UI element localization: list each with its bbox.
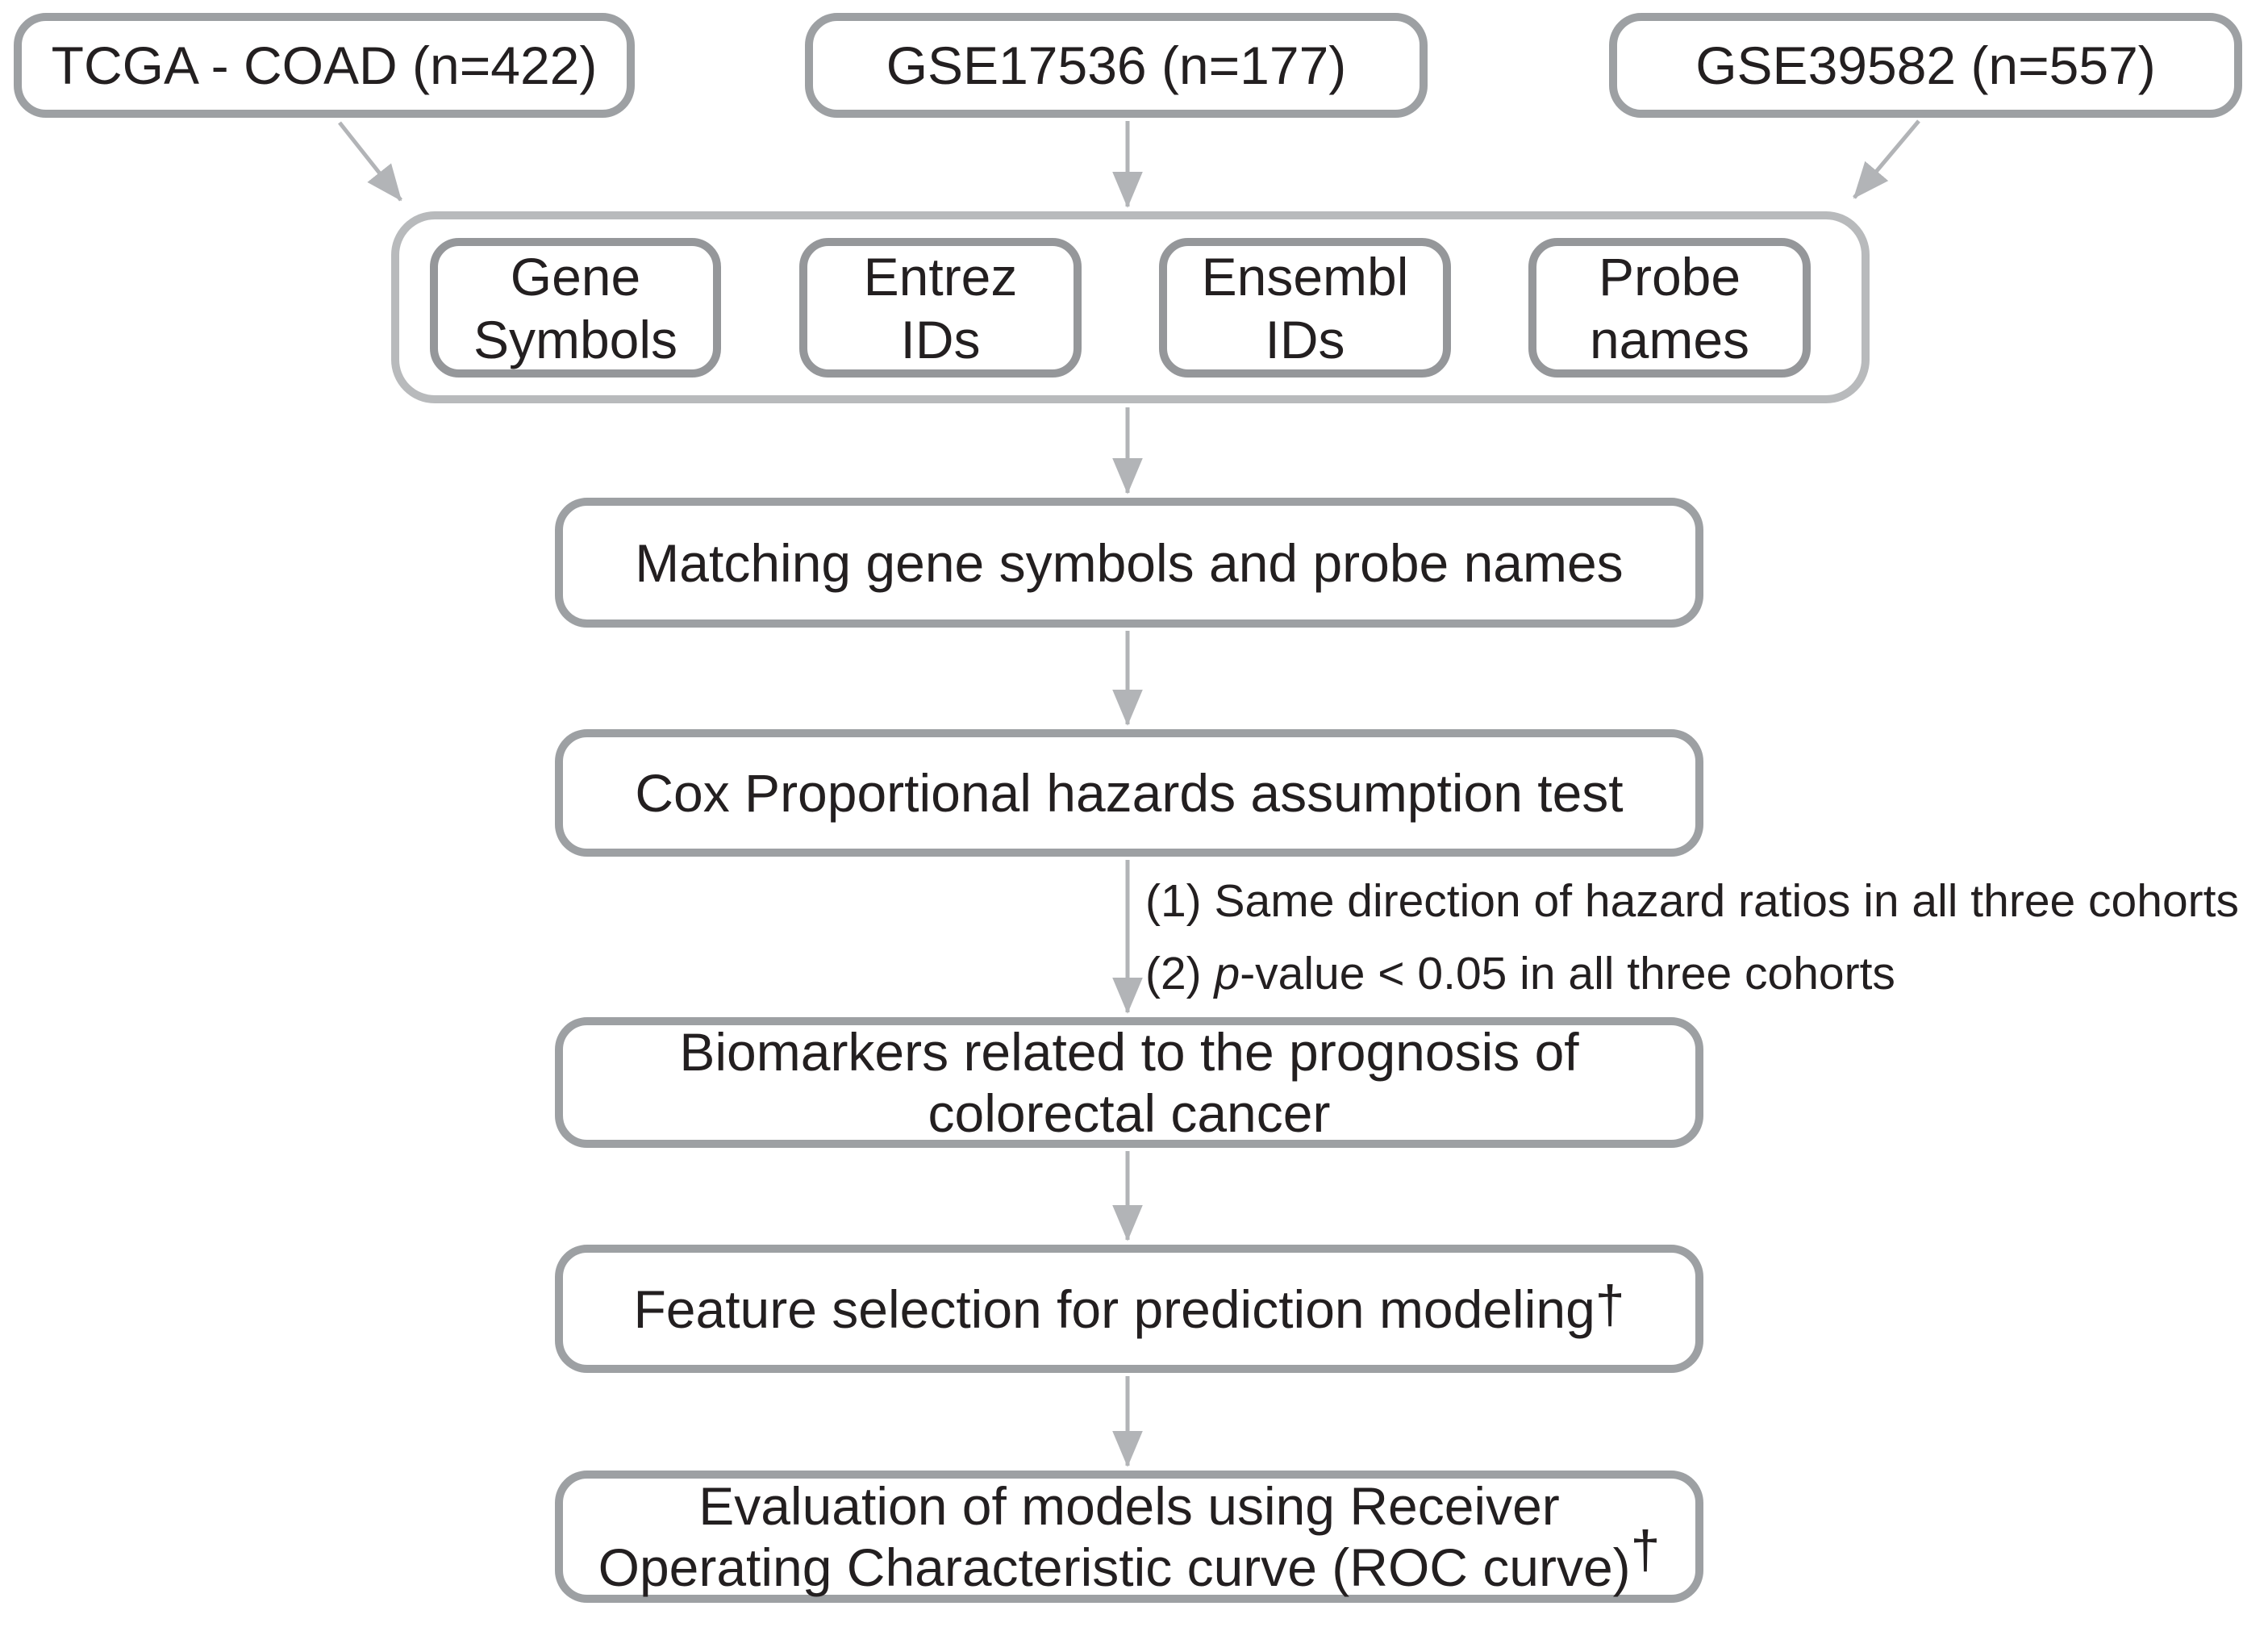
identifier-label: IDs (1265, 309, 1345, 369)
step-label: Evaluation of models using Receiver (698, 1476, 1560, 1536)
criteria-note-2-pvalue: p (1214, 948, 1240, 999)
cohort-label: GSE17536 (n=177) (886, 35, 1347, 95)
dagger-symbol: † (1595, 1274, 1625, 1335)
matching-step-box: Matching gene symbols and probe names (555, 498, 1703, 628)
biomarkers-box: Biomarkers related to the prognosis of c… (555, 1017, 1703, 1148)
cohort-box-tcga-coad: TCGA - COAD (n=422) (14, 13, 635, 118)
step-label: colorectal cancer (928, 1083, 1331, 1143)
step-label: Operating Characteristic curve (ROC curv… (598, 1520, 1661, 1598)
dagger-symbol: † (1630, 1519, 1661, 1579)
cohort-label: GSE39582 (n=557) (1695, 35, 2156, 95)
criteria-note-2: (2) p-value < 0.05 in all three cohorts (1145, 937, 2239, 1010)
arrow-gse39582-to-identifiers (1853, 119, 1920, 199)
ensembl-ids-box: Ensembl IDs (1159, 238, 1451, 378)
criteria-note-2-rest: -value < 0.05 in all three cohorts (1240, 948, 1895, 999)
cohort-box-gse17536: GSE17536 (n=177) (805, 13, 1428, 118)
evaluation-box: Evaluation of models using Receiver Oper… (555, 1471, 1703, 1603)
cohort-box-gse39582: GSE39582 (n=557) (1609, 13, 2242, 118)
identifier-label: Gene (510, 246, 641, 307)
step-label: Cox Proportional hazards assumption test (635, 763, 1624, 823)
identifier-label: Ensembl (1201, 246, 1409, 307)
identifier-label: Probe (1598, 246, 1741, 307)
probe-names-box: Probe names (1528, 238, 1811, 378)
criteria-note-2-prefix: (2) (1145, 948, 1215, 999)
entrez-ids-box: Entrez IDs (799, 238, 1082, 378)
arrow-tcga-to-identifiers (338, 121, 402, 202)
criteria-note-1: (1) Same direction of hazard ratios in a… (1145, 865, 2239, 937)
cox-test-box: Cox Proportional hazards assumption test (555, 729, 1703, 857)
step-label: Biomarkers related to the prognosis of (679, 1022, 1579, 1082)
step-label-text: Feature selection for prediction modelin… (633, 1279, 1595, 1339)
identifier-label: IDs (900, 309, 981, 369)
gene-symbols-box: Gene Symbols (430, 238, 721, 378)
cohort-label: TCGA - COAD (n=422) (51, 35, 598, 95)
identifier-label: Entrez (863, 246, 1018, 307)
criteria-note-1-text: (1) Same direction of hazard ratios in a… (1145, 875, 2239, 927)
identifier-label: Symbols (473, 309, 678, 369)
identifier-label: names (1589, 309, 1750, 369)
selection-criteria-notes: (1) Same direction of hazard ratios in a… (1145, 865, 2239, 1010)
step-label: Matching gene symbols and probe names (635, 532, 1624, 593)
step-label: Feature selection for prediction modelin… (633, 1274, 1624, 1340)
step-label-text: Operating Characteristic curve (ROC curv… (598, 1537, 1631, 1597)
feature-selection-box: Feature selection for prediction modelin… (555, 1245, 1703, 1373)
